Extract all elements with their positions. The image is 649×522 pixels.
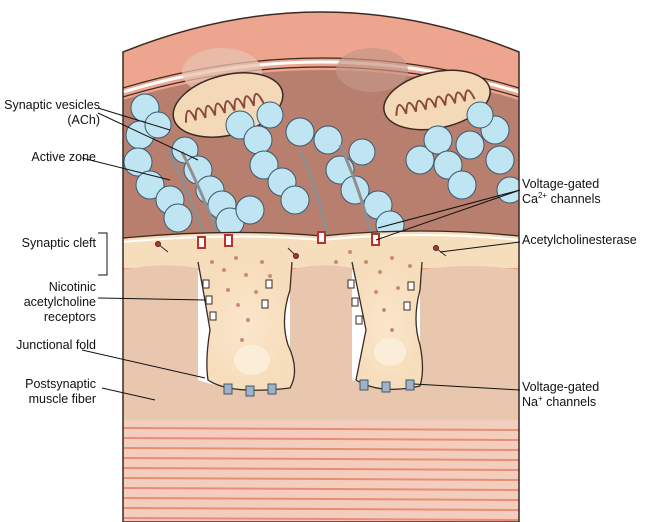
label-postsynaptic-muscle-fiber: Postsynaptic muscle fiber (0, 377, 96, 407)
label-nicotinic-line1: Nicotinic (48, 280, 96, 294)
muscle-striations (123, 420, 519, 522)
label-ca-text: Ca (522, 192, 538, 206)
acetylcholinesterase-marks (155, 241, 447, 259)
label-postsynaptic-line2: muscle fiber (28, 392, 96, 406)
leader-lines (81, 107, 521, 401)
label-na-channels-line1: Voltage-gated (522, 380, 600, 394)
label-na-channels-word: channels (542, 395, 597, 409)
active-zone-filaments (166, 144, 374, 241)
junctional-fold-left (197, 261, 296, 391)
label-nicotinic-receptors: Nicotinic acetylcholine receptors (0, 280, 96, 325)
label-synaptic-vesicles-line2: (ACh) (67, 113, 100, 127)
acetylcholine-molecules (210, 250, 412, 342)
junctional-fold-right (351, 261, 424, 390)
label-nicotinic-line3: receptors (43, 310, 96, 324)
label-junctional-fold: Junctional fold (16, 338, 96, 352)
label-na-channels-line2: Na+ channels (522, 395, 599, 410)
label-synaptic-vesicles: Synaptic vesicles (ACh) (0, 98, 100, 128)
label-na-superscript: + (537, 394, 543, 403)
label-postsynaptic-line1: Postsynaptic (25, 377, 96, 391)
nicotinic-receptors (202, 279, 415, 325)
label-acetylcholinesterase: Acetylcholinesterase (522, 233, 637, 247)
label-na-text: Na (522, 395, 538, 409)
label-ca-channels: Voltage-gated Ca2+ channels (522, 177, 601, 207)
label-ca-channels-line2: Ca2+ channels (522, 192, 601, 207)
synaptic-cleft (123, 231, 519, 268)
label-synaptic-vesicles-line1: Synaptic vesicles (4, 98, 100, 112)
label-synaptic-cleft: Synaptic cleft (21, 236, 96, 250)
mitochondrion-left (172, 72, 284, 138)
label-active-zone: Active zone (31, 150, 96, 164)
muscle-fiber (123, 265, 519, 420)
ca-channels (197, 231, 380, 249)
na-channels (223, 379, 415, 397)
label-ca-superscript: 2+ (537, 191, 548, 200)
mitochondrion-right (383, 69, 491, 131)
label-nicotinic-line2: acetylcholine (23, 295, 96, 309)
label-ca-channels-line1: Voltage-gated (522, 177, 600, 191)
synaptic-vesicles (123, 93, 519, 240)
label-ca-channels-word: channels (547, 192, 601, 206)
label-na-channels: Voltage-gated Na+ channels (522, 380, 599, 410)
